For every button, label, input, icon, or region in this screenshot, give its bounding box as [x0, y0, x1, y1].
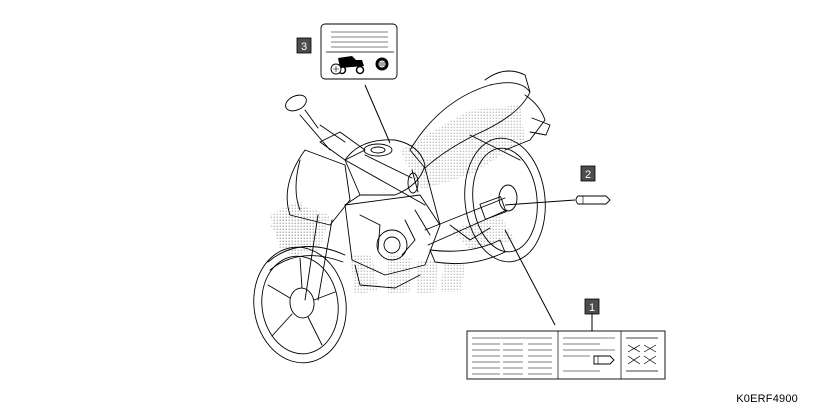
panel-text-lines: [472, 337, 615, 375]
swingarm: [424, 196, 508, 246]
callout-2: 2: [580, 165, 596, 182]
pressure-chart-icon: [626, 337, 658, 372]
callout-3-number: 3: [301, 41, 307, 53]
helmet-icon: [375, 57, 389, 71]
leader-line-2: [504, 199, 576, 206]
front-fork: [267, 214, 346, 301]
front-cowl: [286, 131, 366, 226]
fuel-tank: [344, 139, 426, 196]
frame: [344, 159, 441, 226]
callout-1: 1: [584, 298, 600, 331]
callout-3: 3: [296, 37, 312, 54]
figure-code: K0ERF4900: [736, 393, 798, 405]
key-icon: [593, 355, 615, 365]
label-3-tire-info: [320, 23, 398, 80]
engine: [344, 194, 441, 289]
tire-gauge-icon: [330, 63, 342, 75]
callout-2-number: 2: [585, 169, 591, 181]
front-wheel: [253, 246, 347, 364]
exhaust: [429, 239, 506, 265]
callout-1-number: 1: [589, 302, 595, 314]
leader-line-1: [504, 229, 556, 326]
body-shading: [270, 105, 525, 255]
tail-section: [469, 94, 551, 161]
motorcycle-illustration: [253, 70, 551, 364]
seat: [409, 70, 531, 169]
handlebars: [285, 94, 419, 194]
rear-wheel: [464, 137, 546, 263]
leader-lines: [364, 84, 576, 326]
label-2-tag: [575, 195, 611, 205]
label-1-info-panel: [466, 330, 666, 380]
leader-line-3: [364, 84, 391, 144]
